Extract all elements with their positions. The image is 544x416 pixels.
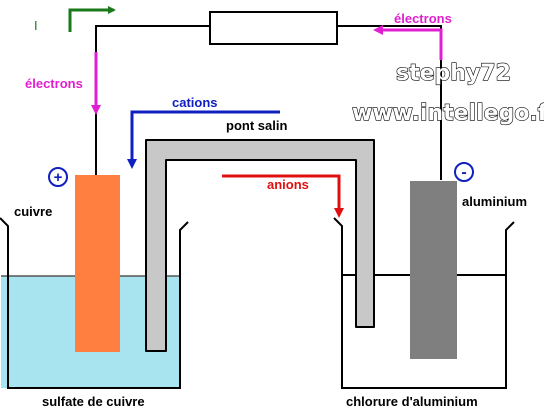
current-label: I	[34, 18, 38, 33]
positive-pole-sign: +	[54, 169, 63, 186]
anions-label: anions	[267, 177, 309, 192]
negative-pole-mark	[454, 162, 474, 182]
salt-bridge	[145, 139, 375, 352]
positive-pole-mark	[48, 167, 68, 187]
copper-label: cuivre	[14, 204, 52, 219]
right-beaker	[333, 217, 515, 389]
circuit-wire	[337, 25, 442, 180]
circuit-wire	[95, 25, 210, 176]
aluminium-chloride-label: chlorure d'aluminium	[346, 394, 478, 409]
cations-arrow	[127, 110, 280, 169]
watermark-site: www.intellego.fr	[352, 101, 544, 126]
negative-pole-sign: -	[461, 164, 466, 181]
cations-label: cations	[172, 95, 218, 110]
copper-electrode	[75, 175, 120, 352]
left-beaker	[0, 217, 189, 389]
electron-arrow-right	[373, 25, 443, 60]
watermark-author: stephy72	[396, 61, 511, 86]
electrons-label-right: électrons	[394, 11, 452, 26]
salt-bridge-label: pont salin	[226, 118, 287, 133]
current-arrow	[68, 6, 116, 32]
electrons-label-left: électrons	[25, 76, 83, 91]
anions-arrow	[222, 174, 344, 218]
copper-sulfate-label: sulfate de cuivre	[42, 394, 145, 409]
aluminium-label: aluminium	[462, 194, 527, 209]
resistor	[209, 11, 338, 45]
aluminium-electrode	[410, 181, 457, 359]
